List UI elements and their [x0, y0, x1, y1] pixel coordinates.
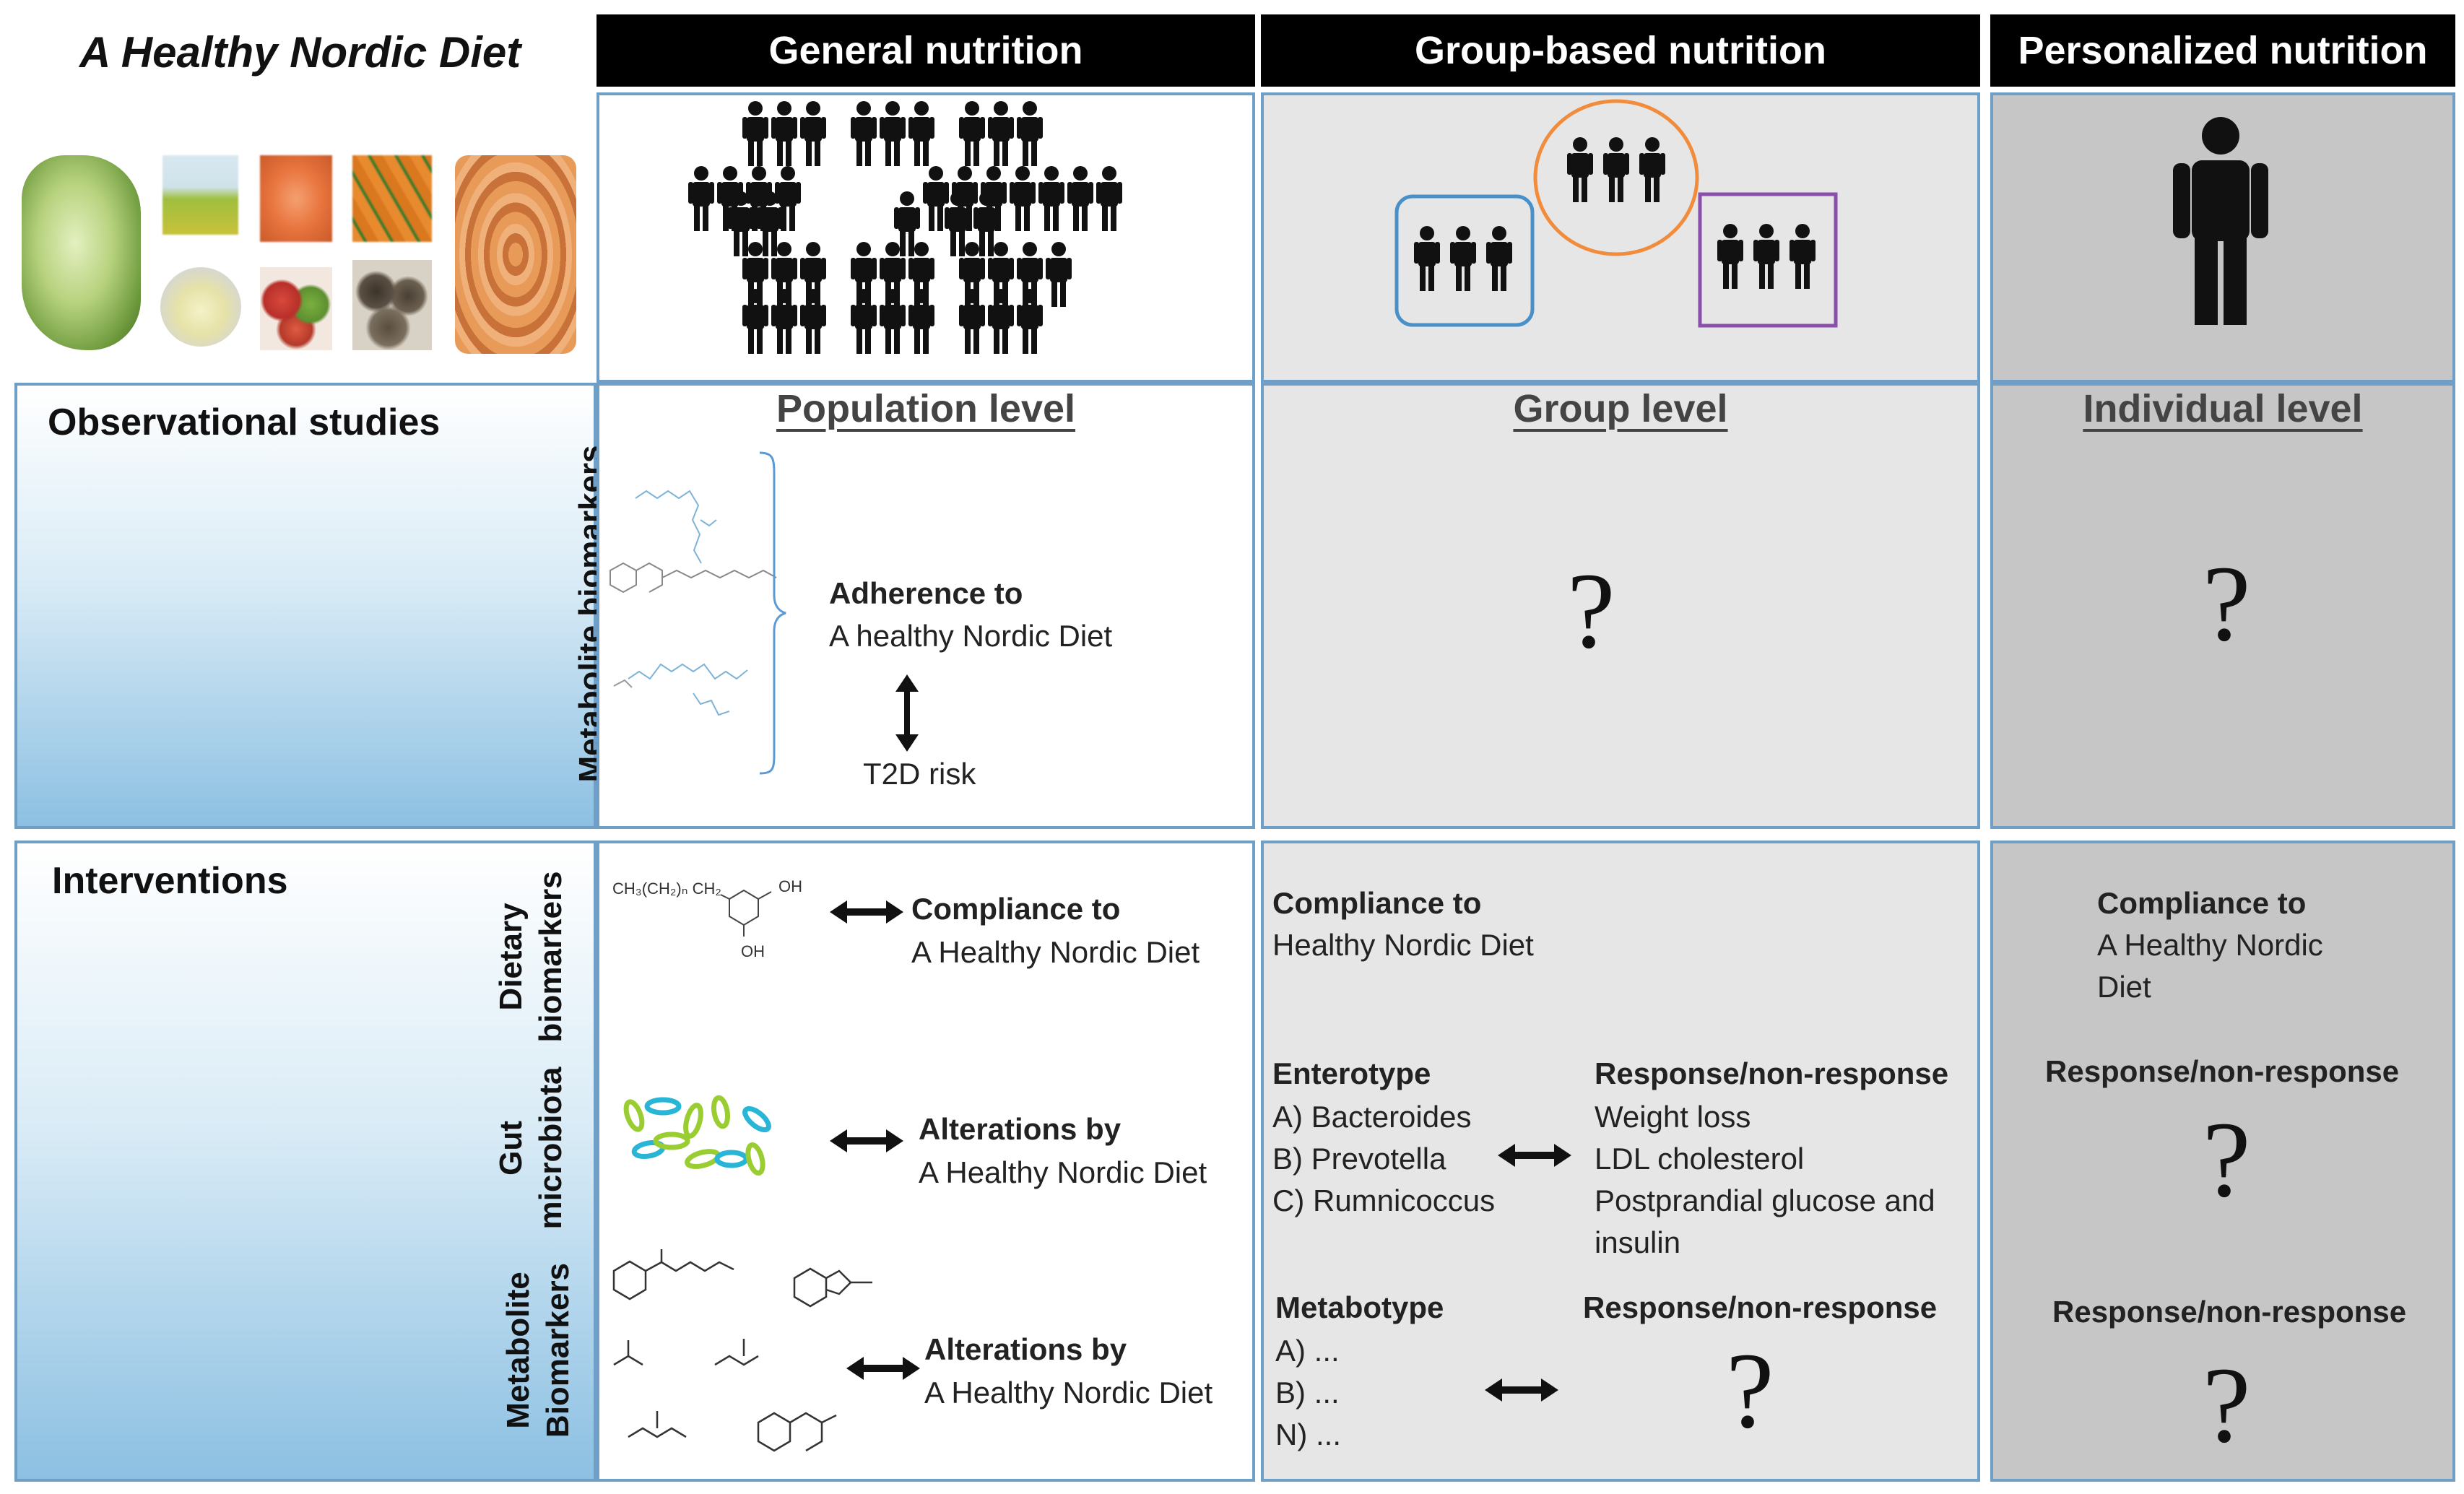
- group-level-cell: [1261, 383, 1980, 829]
- individual-level-cell: [1990, 383, 2455, 829]
- alterations-subtitle-microbiota: A Healthy Nordic Diet: [919, 1155, 1207, 1189]
- header-general-nutrition: General nutrition: [597, 14, 1255, 87]
- metabolite-biomarkers-intervention-label: Metabolite Biomarkers: [500, 1262, 576, 1438]
- compliance-subtitle-group: Healthy Nordic Diet: [1272, 928, 1534, 962]
- response-glucose: Postprandial glucose and: [1595, 1184, 1935, 1217]
- field-image: [162, 155, 238, 235]
- personal-response-question-mark: ?: [2203, 1100, 2251, 1220]
- double-arrow-icon: [830, 900, 903, 924]
- observational-studies-label: Observational studies: [48, 401, 441, 443]
- header-group-based-nutrition: Group-based nutrition: [1261, 14, 1980, 87]
- header-personalized-nutrition: Personalized nutrition: [1990, 14, 2455, 87]
- response-weight-loss: Weight loss: [1595, 1100, 1751, 1134]
- compliance-title-group: Compliance to: [1272, 886, 1482, 920]
- diagram-title: A Healthy Nordic Diet: [79, 28, 521, 77]
- double-arrow-metabotype-icon: [1485, 1378, 1558, 1402]
- hydroxyl-label-bottom: OH: [741, 942, 765, 960]
- carrots-image: [352, 155, 432, 242]
- gut-microbiota-label: Gut microbiota: [493, 1067, 568, 1230]
- group-interventions-cell: [1261, 841, 1980, 1482]
- group-level-heading: Group level: [1513, 387, 1728, 430]
- response-ldl: LDL cholesterol: [1595, 1142, 1805, 1176]
- response-title-group: Response/non-response: [1595, 1056, 1949, 1090]
- apples-image: [260, 267, 332, 350]
- metabotype-title: Metabotype: [1275, 1290, 1444, 1324]
- enterotype-c: C) Rumnicoccus: [1272, 1184, 1496, 1217]
- interventions-label-cell: [14, 841, 597, 1482]
- metabotype-a: A) ...: [1275, 1334, 1340, 1368]
- metabotype-question-mark: ?: [1726, 1331, 1774, 1451]
- compliance-title-personal: Compliance to: [2097, 886, 2307, 920]
- response-title-personal: Response/non-response: [2045, 1054, 2400, 1088]
- hydroxyl-label-top: OH: [778, 877, 802, 895]
- alterations-subtitle-metabolite: A Healthy Nordic Diet: [924, 1376, 1213, 1410]
- alterations-title-microbiota: Alterations by: [919, 1112, 1122, 1146]
- metabolite-structures-image: [610, 490, 777, 716]
- compliance-subtitle-personal: A Healthy Nordic Diet: [2097, 928, 2323, 1004]
- adherence-subtitle: A healthy Nordic Diet: [829, 619, 1113, 653]
- alkylresorcinol-structure-image: [720, 889, 772, 937]
- interventions-label: Interventions: [52, 860, 288, 902]
- individual-level-heading: Individual level: [2083, 387, 2363, 430]
- enterotype-a: A) Bacteroides: [1272, 1100, 1472, 1134]
- general-interventions-cell: [597, 841, 1255, 1482]
- response-title-metabotype: Response/non-response: [1583, 1290, 1938, 1324]
- t2d-risk-label: T2D risk: [863, 757, 976, 791]
- group-level-question-mark: ?: [1567, 551, 1615, 671]
- personal-metabotype-question-mark: ?: [2203, 1345, 2251, 1465]
- group-blue-icon: [1394, 194, 1535, 327]
- personal-interventions-cell: [1990, 841, 2455, 1482]
- person-icon: [2173, 117, 2268, 325]
- metabotype-n: N) ...: [1275, 1417, 1341, 1451]
- compliance-title-general: Compliance to: [911, 892, 1121, 926]
- observational-label-cell: [14, 383, 597, 829]
- double-arrow-enterotype-icon: [1498, 1144, 1571, 1167]
- crowd-icon: [688, 101, 1122, 354]
- individual-level-question-mark: ?: [2203, 544, 2251, 664]
- double-arrow-vertical-icon: [895, 674, 919, 752]
- cabbage-image: [22, 155, 141, 350]
- double-arrow-microbiota-icon: [830, 1129, 903, 1152]
- compliance-subtitle-general: A Healthy Nordic Diet: [911, 935, 1200, 969]
- enterotype-title: Enterotype: [1272, 1056, 1431, 1090]
- bread-image: [455, 155, 576, 354]
- enterotype-b: B) Prevotella: [1272, 1142, 1446, 1176]
- dietary-biomarkers-label: Dietary biomarkers: [493, 871, 568, 1043]
- adherence-title: Adherence to: [829, 576, 1023, 610]
- metabolite-structures-intervention-image: [612, 1249, 872, 1452]
- gut-microbiota-image: [623, 1095, 771, 1176]
- population-level-heading: Population level: [776, 387, 1076, 430]
- response-title-personal-2: Response/non-response: [2052, 1295, 2407, 1329]
- alterations-title-metabolite: Alterations by: [924, 1332, 1127, 1366]
- mushrooms-image: [352, 260, 432, 350]
- bracket-line: [759, 451, 786, 775]
- response-insulin: insulin: [1595, 1225, 1681, 1259]
- group-orange-icon: [1533, 99, 1699, 256]
- oil-image: [160, 267, 241, 347]
- salmon-image: [260, 155, 332, 242]
- population-level-cell: [597, 383, 1255, 829]
- metabotype-b: B) ...: [1275, 1376, 1340, 1410]
- double-arrow-metabolite-icon: [846, 1357, 920, 1380]
- alkylresorcinol-formula-label: CH₃(CH₂)ₙ CH₂: [612, 880, 721, 898]
- group-purple-icon: [1698, 192, 1838, 328]
